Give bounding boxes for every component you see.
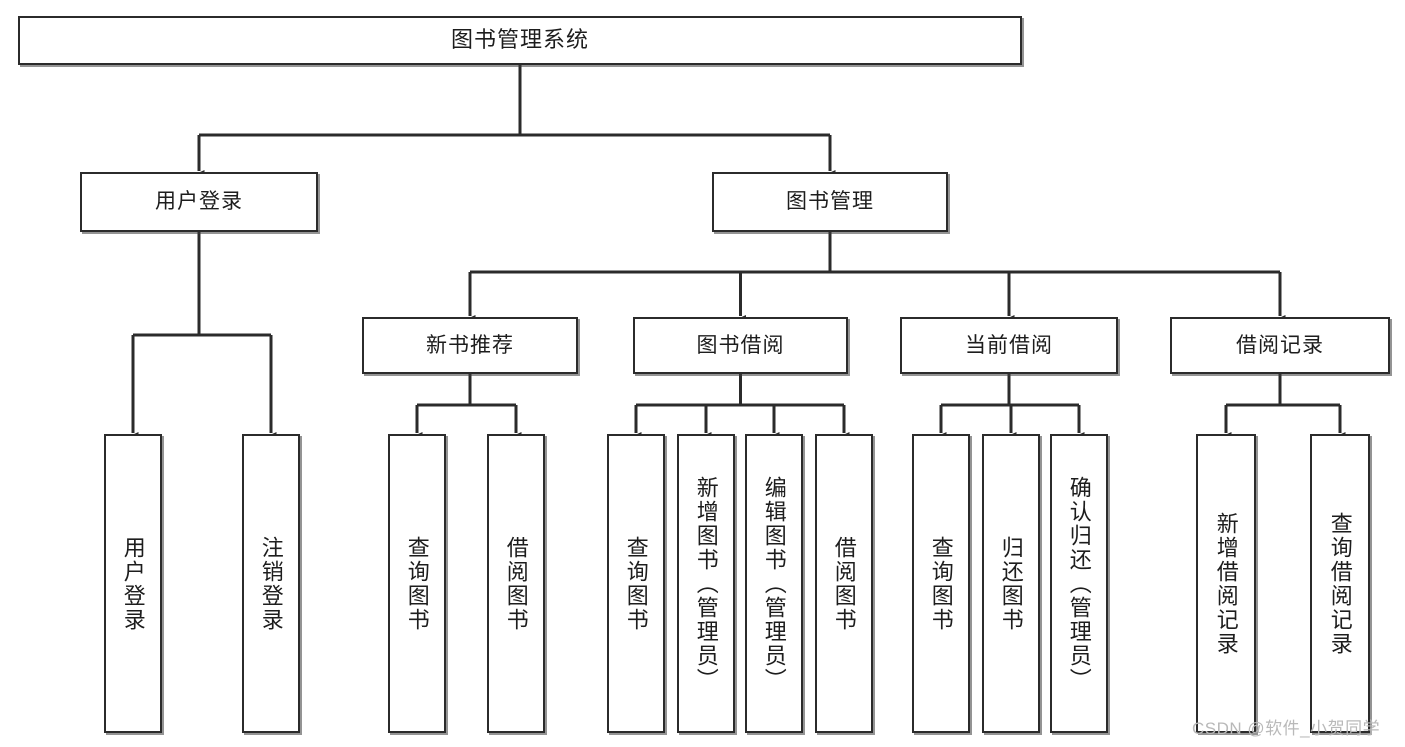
node-leaf-confirm-return[interactable]: 确认归还（管理员） (1050, 434, 1108, 733)
node-label: 新书推荐 (426, 333, 514, 357)
node-leaf-logout[interactable]: 注销登录 (242, 434, 300, 733)
node-label: 当前借阅 (965, 333, 1053, 357)
node-current-borrow[interactable]: 当前借阅 (900, 317, 1118, 374)
node-root[interactable]: 图书管理系统 (18, 16, 1022, 65)
node-label: 查询图书 (404, 535, 430, 632)
node-label: 用户登录 (120, 535, 146, 632)
node-label: 查询借阅记录 (1327, 511, 1353, 656)
node-label: 图书借阅 (696, 333, 785, 357)
node-label: 确认归还（管理员） (1066, 475, 1092, 692)
node-book-manage[interactable]: 图书管理 (712, 172, 948, 232)
node-leaf-edit-book[interactable]: 编辑图书（管理员） (745, 434, 803, 733)
node-leaf-borrow-book-1[interactable]: 借阅图书 (487, 434, 545, 733)
node-borrow-record[interactable]: 借阅记录 (1170, 317, 1390, 374)
node-leaf-query-book-1[interactable]: 查询图书 (388, 434, 446, 733)
node-leaf-query-record[interactable]: 查询借阅记录 (1310, 434, 1370, 733)
node-book-borrow[interactable]: 图书借阅 (633, 317, 848, 374)
watermark-text: CSDN @软件_小贺同学 (1192, 719, 1381, 738)
node-leaf-add-record[interactable]: 新增借阅记录 (1196, 434, 1256, 733)
node-leaf-add-book[interactable]: 新增图书（管理员） (677, 434, 735, 733)
node-label: 借阅图书 (503, 535, 529, 632)
node-label: 用户登录 (155, 190, 243, 214)
node-leaf-borrow-book-2[interactable]: 借阅图书 (815, 434, 873, 733)
node-label: 借阅图书 (831, 535, 857, 632)
node-leaf-query-book-3[interactable]: 查询图书 (912, 434, 970, 733)
node-leaf-query-book-2[interactable]: 查询图书 (607, 434, 665, 733)
node-label: 注销登录 (258, 535, 284, 632)
node-new-book-rec[interactable]: 新书推荐 (362, 317, 578, 374)
node-label: 新增图书（管理员） (693, 475, 719, 692)
node-label: 查询图书 (623, 535, 649, 632)
node-label: 图书管理系统 (450, 27, 589, 53)
node-label: 归还图书 (998, 535, 1024, 632)
node-user-login[interactable]: 用户登录 (80, 172, 318, 232)
node-leaf-return-book[interactable]: 归还图书 (982, 434, 1040, 733)
connector-lines (127, 65, 1346, 442)
node-label: 图书管理 (786, 190, 874, 214)
node-leaf-user-login[interactable]: 用户登录 (104, 434, 162, 733)
node-label: 编辑图书（管理员） (761, 475, 787, 692)
node-label: 借阅记录 (1236, 333, 1324, 357)
node-label: 查询图书 (928, 535, 954, 632)
node-label: 新增借阅记录 (1213, 511, 1239, 656)
